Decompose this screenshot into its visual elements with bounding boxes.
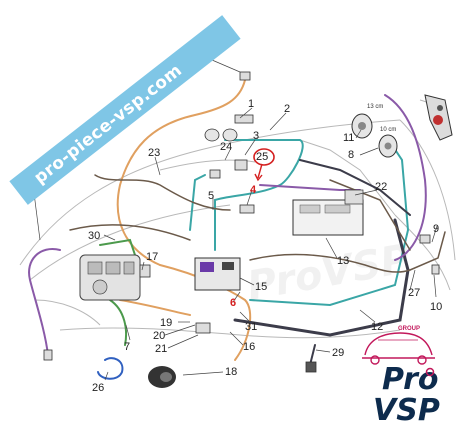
callout-label: 16 bbox=[243, 341, 255, 353]
callout-label: 5 bbox=[208, 190, 214, 202]
callout-label: 25 bbox=[256, 151, 268, 163]
components bbox=[43, 71, 440, 388]
callout-label: 1 bbox=[248, 98, 254, 110]
fuse-box-icon bbox=[292, 189, 364, 236]
logo-pro-text: Pro bbox=[382, 362, 438, 397]
callout-label: 7 bbox=[124, 341, 130, 353]
callout-label: 29 bbox=[332, 347, 344, 359]
dimension-label: 10 cm bbox=[380, 127, 396, 133]
callout-label: 17 bbox=[146, 251, 158, 263]
logo-vsp-text: VSP bbox=[373, 393, 440, 428]
connector-icons bbox=[43, 71, 440, 373]
logo-dot-icon bbox=[425, 367, 435, 377]
leader-lines bbox=[33, 59, 438, 381]
callout-label: 3 bbox=[253, 130, 259, 142]
callout-label: 20 bbox=[153, 330, 165, 342]
callout-label: 24 bbox=[220, 141, 232, 153]
callout-label: 10 bbox=[430, 301, 442, 313]
callout-label: 9 bbox=[433, 223, 439, 235]
callout-label: 4 bbox=[250, 184, 257, 196]
callout-label: 12 bbox=[371, 321, 383, 333]
callout-label: 8 bbox=[348, 149, 354, 161]
callout-label: 15 bbox=[255, 281, 267, 293]
speaker-icon bbox=[204, 113, 398, 158]
callout-label: 30 bbox=[88, 230, 100, 242]
battery-icon bbox=[194, 257, 241, 291]
provsp-logo: GROUP Pro VSP bbox=[362, 326, 440, 428]
callout-label: 22 bbox=[375, 181, 387, 193]
watermark: ProVSP bbox=[244, 236, 414, 310]
wire-harness bbox=[28, 79, 446, 380]
callout-label: 21 bbox=[155, 343, 167, 355]
highlight-ring bbox=[253, 148, 275, 182]
car-body-outline bbox=[19, 99, 456, 339]
callout-label: 26 bbox=[92, 382, 104, 394]
callout-label: 11 bbox=[343, 132, 354, 144]
callout-label: 6 bbox=[230, 297, 236, 309]
car-logo-icon bbox=[362, 332, 435, 365]
engine-block-icon bbox=[79, 254, 141, 301]
headlight-icon bbox=[424, 94, 453, 141]
logo-group-text: GROUP bbox=[398, 326, 420, 332]
callout-label: 31 bbox=[245, 321, 257, 333]
callout-label: 23 bbox=[148, 147, 160, 159]
callout-label: 27 bbox=[408, 287, 420, 299]
horn-icon bbox=[148, 366, 176, 388]
callout-numbers: 1 2 3 4 6 5 7 8 9 10 11 12 13 14 15 16 1… bbox=[28, 48, 442, 394]
dimension-label: 13 cm bbox=[367, 104, 383, 110]
callout-label: 18 bbox=[225, 366, 237, 378]
banner-background bbox=[9, 15, 241, 205]
callout-label: 19 bbox=[160, 317, 172, 329]
callout-label: 13 bbox=[337, 255, 349, 267]
callout-label: 2 bbox=[284, 103, 290, 115]
